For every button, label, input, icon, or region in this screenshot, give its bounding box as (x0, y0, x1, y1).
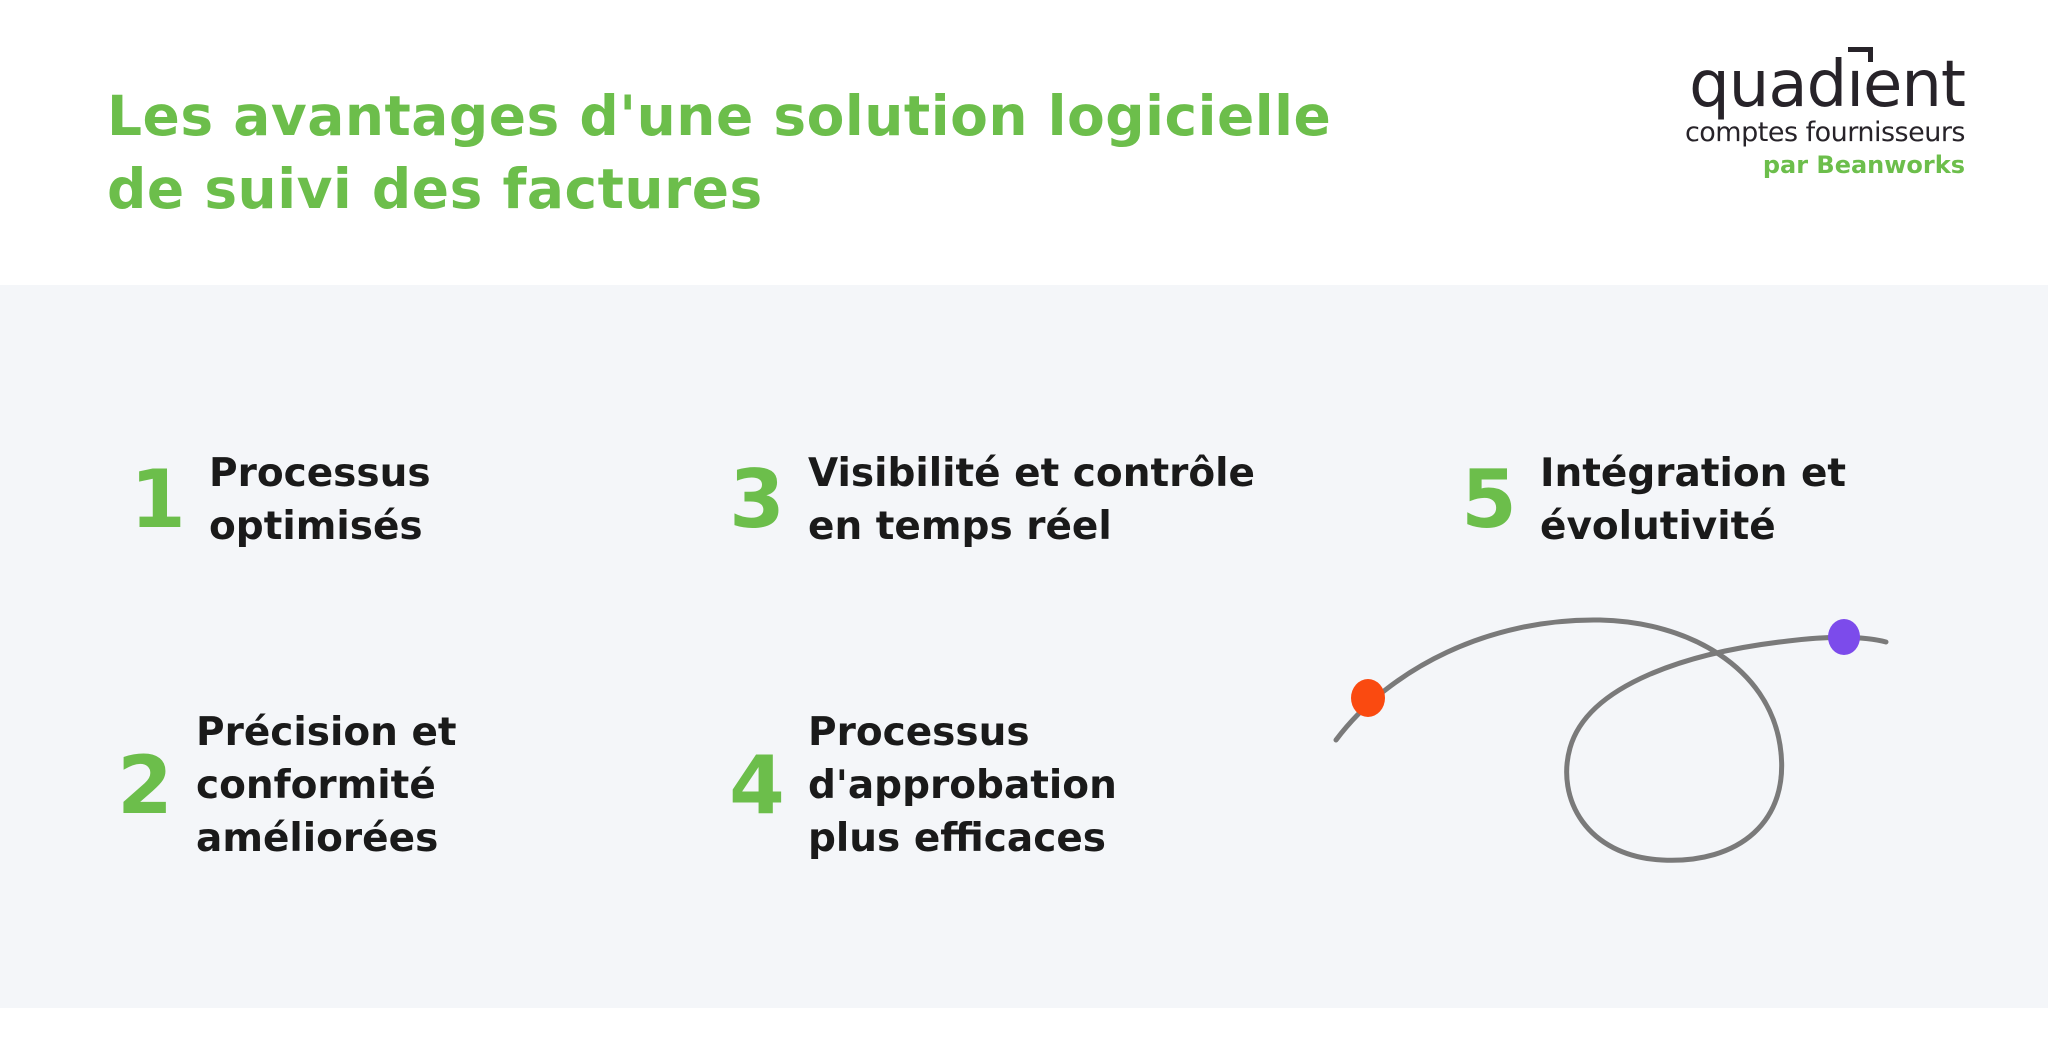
item-3-label: Visibilité et contrôle en temps réel (808, 447, 1255, 553)
item-2-label: Précision et conformité améliorées (196, 706, 457, 865)
curve-path (1333, 617, 1889, 863)
page-title: Les avantages d'une solution logicielle … (107, 80, 1331, 226)
curve-end-dot (1828, 619, 1860, 655)
item-3-line-2: en temps réel (808, 504, 1112, 549)
item-4-line-1: Processus (808, 710, 1030, 755)
curve-svg (1333, 617, 1889, 863)
item-1-line-2: optimisés (209, 504, 423, 549)
item-1-line-1: Processus (209, 451, 431, 496)
item-5-line-2: évolutivité (1540, 504, 1776, 549)
wordmark-suffix: ent (1862, 48, 1966, 122)
item-3-line-1: Visibilité et contrôle (808, 451, 1255, 496)
item-5-number: 5 (1461, 453, 1517, 546)
item-4-number: 4 (729, 738, 785, 832)
wordmark-stylized-i: ı (1846, 47, 1874, 122)
item-2-number: 2 (117, 738, 173, 832)
item-1-number: 1 (130, 453, 186, 546)
curve-start-dot (1351, 679, 1385, 717)
item-5-line-1: Intégration et (1540, 451, 1847, 496)
i-corner-mark-icon (1848, 47, 1874, 62)
logo-subtitle: comptes fournisseurs (1684, 117, 1966, 148)
page-title-line-1: Les avantages d'une solution logicielle (107, 84, 1332, 148)
wordmark-prefix: quad (1689, 48, 1847, 122)
item-2-line-2: conformité (196, 763, 436, 808)
benefit-item-4: 4 Processus d'approbation plus efficaces (716, 706, 1117, 865)
item-4-line-2: d'approbation (808, 763, 1117, 808)
item-2-line-3: améliorées (196, 816, 439, 861)
benefit-item-1: 1 Processus optimisés (117, 447, 431, 553)
page-title-line-2: de suivi des factures (107, 157, 763, 221)
benefit-item-3: 3 Visibilité et contrôle en temps réel (716, 447, 1255, 553)
benefit-item-2: 2 Précision et conformité améliorées (104, 706, 457, 865)
wordmark-i-stem: ı (1846, 48, 1864, 122)
benefit-item-5: 5 Intégration et évolutivité (1448, 447, 1846, 553)
item-3-number: 3 (729, 453, 785, 546)
item-2-line-1: Précision et (196, 710, 457, 755)
decorative-curve (1300, 585, 1960, 895)
item-4-line-3: plus efficaces (808, 816, 1107, 861)
item-1-label: Processus optimisés (209, 447, 431, 553)
item-5-label: Intégration et évolutivité (1540, 447, 1846, 553)
logo-byline: par Beanworks (1762, 151, 1965, 179)
item-4-label: Processus d'approbation plus efficaces (808, 706, 1117, 865)
